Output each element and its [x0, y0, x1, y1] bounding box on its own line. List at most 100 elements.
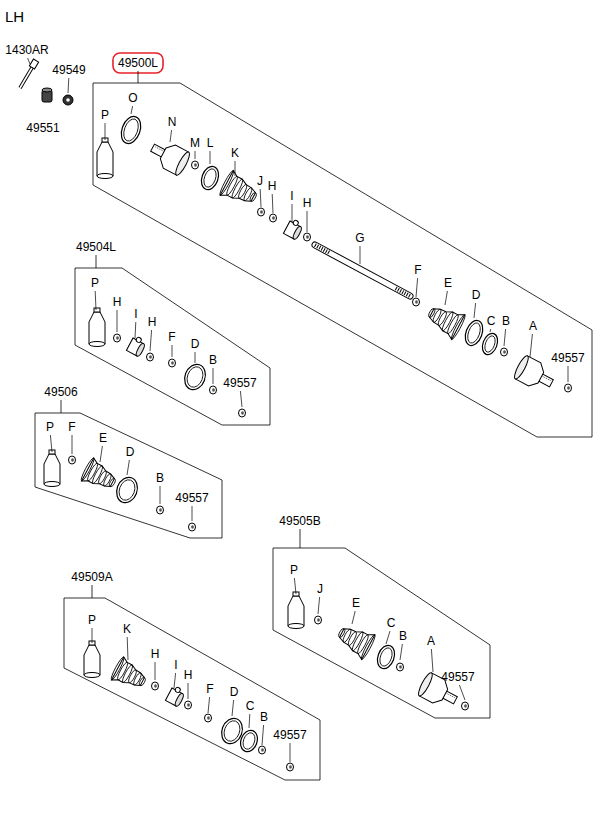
nut-part — [63, 95, 73, 105]
small-part-hole — [306, 235, 309, 239]
ring-outer — [118, 114, 144, 146]
leader-line — [170, 130, 172, 142]
small-part-hole — [317, 618, 320, 622]
callout-label: 49557 — [551, 352, 584, 364]
grease-tube-end — [288, 624, 304, 629]
group-outline — [64, 598, 320, 780]
small-part — [210, 386, 217, 394]
small-part — [69, 456, 76, 464]
callout-label: H — [113, 296, 122, 308]
group-number: 49500L — [118, 57, 158, 69]
boot-fold — [347, 631, 358, 647]
leader-line — [92, 628, 93, 643]
ring-outer — [181, 361, 209, 392]
leader-line — [50, 435, 52, 452]
tripod-face — [135, 342, 146, 357]
group-outline-svg — [93, 51, 594, 439]
callout-label: E — [444, 277, 452, 289]
callout-label: M — [190, 137, 200, 149]
callout-label: F — [206, 683, 213, 695]
callout-label: H — [303, 197, 312, 209]
assembly-group: 49504L — [56, 235, 272, 427]
ring-part — [238, 728, 261, 754]
callout-label: C — [387, 617, 396, 629]
leader-line — [307, 211, 308, 232]
leader-line — [105, 123, 106, 140]
ring-part — [181, 361, 209, 392]
boot-fold — [243, 187, 254, 202]
callout-label: I — [290, 190, 293, 202]
small-part-hole — [191, 525, 194, 529]
callout-label: D — [191, 338, 200, 350]
leader-line — [445, 291, 447, 305]
callout-label: N — [168, 116, 177, 128]
ring-inner — [465, 321, 483, 344]
grease-tube-end — [84, 673, 100, 678]
leader-line — [127, 460, 129, 475]
boot-fold — [342, 628, 353, 643]
small-part — [462, 702, 469, 710]
leader-line — [28, 58, 30, 64]
leader-line — [210, 151, 211, 164]
small-part-hole — [503, 350, 506, 354]
small-part-hole — [272, 216, 275, 220]
small-part-hole — [116, 336, 119, 340]
ring-outer — [198, 164, 221, 192]
callout-label: A — [427, 635, 435, 647]
leader-line — [160, 486, 161, 504]
small-part — [413, 298, 420, 306]
group-outline — [35, 413, 222, 538]
small-part-hole — [464, 704, 467, 708]
callout-label: B — [399, 630, 407, 642]
small-part-hole — [187, 703, 190, 707]
small-part — [205, 714, 212, 722]
ring-inner — [221, 719, 242, 744]
leader-line — [318, 597, 320, 614]
leader-line — [195, 151, 196, 159]
joint-part — [146, 136, 191, 177]
callout-label: H — [148, 316, 157, 328]
tripod-roller — [174, 687, 181, 694]
leader-line — [431, 649, 433, 672]
boot-part — [423, 300, 467, 341]
small-part — [315, 616, 322, 624]
assembly-group: 49506 — [21, 380, 224, 540]
small-part — [304, 233, 311, 241]
callout-label: 1430AR — [5, 44, 48, 56]
tripod-face — [174, 692, 185, 707]
ring-outer — [218, 715, 246, 746]
leader-line — [127, 637, 129, 660]
ring-inner — [202, 167, 219, 189]
leader-line — [474, 303, 476, 318]
ring-part — [374, 643, 397, 671]
callout-label: K — [231, 147, 239, 159]
leader-line — [352, 611, 355, 624]
boot-fold — [225, 175, 239, 196]
leader-line — [188, 683, 189, 699]
grease-tube-end — [89, 342, 105, 347]
callout-label: D — [230, 686, 239, 698]
callout-label: B — [156, 472, 164, 484]
leader-line — [195, 352, 196, 363]
callout-label: I — [174, 659, 177, 671]
group-number: 49505B — [279, 515, 320, 527]
group-leader — [61, 400, 62, 413]
leader-line — [386, 631, 390, 644]
small-part — [189, 523, 196, 531]
small-part-hole — [194, 163, 197, 167]
callout-label: A — [529, 320, 537, 332]
shaft-body — [315, 245, 410, 296]
boot-fold — [237, 184, 248, 200]
group-outline — [93, 83, 592, 437]
leader-line — [272, 194, 274, 213]
callout-label: P — [88, 614, 96, 626]
small-part — [152, 682, 159, 690]
small-part-hole — [154, 684, 157, 688]
joint-spline — [447, 693, 455, 697]
group-leader — [138, 71, 139, 83]
grease-tube — [89, 312, 105, 344]
leader-line — [150, 330, 152, 351]
boot-part — [110, 656, 151, 694]
leader-line — [232, 700, 234, 716]
callout-label: C — [487, 315, 496, 327]
